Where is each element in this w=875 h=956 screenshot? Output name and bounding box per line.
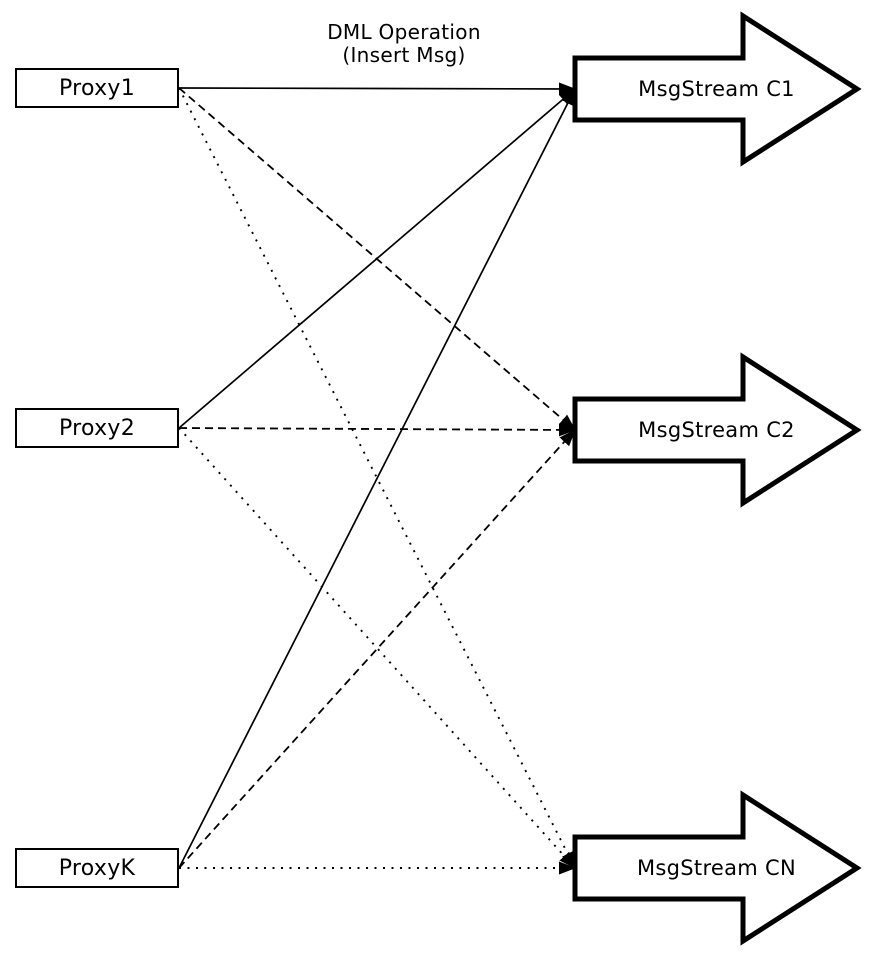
proxy2-label: Proxy2 — [58, 415, 136, 441]
connection-proxy1-to-cn-dotted — [178, 87, 576, 869]
msgstream-c1-arrow-shape — [572, 11, 862, 167]
proxy1-box: Proxy1 — [15, 68, 179, 108]
connection-proxyk-to-c2-dashed — [178, 429, 576, 869]
msgstream-cn-arrow-shape — [572, 790, 862, 946]
msgstream-c2-arrow-shape — [572, 352, 862, 508]
title-line-1: DML Operation — [327, 20, 481, 44]
streams-layer — [572, 11, 862, 946]
title-line-2: (Insert Msg) — [342, 43, 466, 67]
connection-proxy2-to-cn-dotted — [178, 427, 576, 869]
proxyk-label: ProxyK — [58, 855, 136, 881]
connection-proxy1-to-c1-solid — [178, 82, 576, 96]
connections-layer — [178, 82, 576, 875]
connection-proxy2-to-c2-dashed — [178, 423, 576, 437]
proxyk-box: ProxyK — [15, 848, 179, 888]
connection-proxyk-to-c1-solid — [178, 88, 576, 869]
diagram-title: DML Operation (Insert Msg) — [327, 21, 481, 67]
proxy2-box: Proxy2 — [15, 408, 179, 448]
proxy1-label: Proxy1 — [58, 75, 136, 101]
connection-proxy1-to-c2-dashed — [178, 87, 576, 431]
